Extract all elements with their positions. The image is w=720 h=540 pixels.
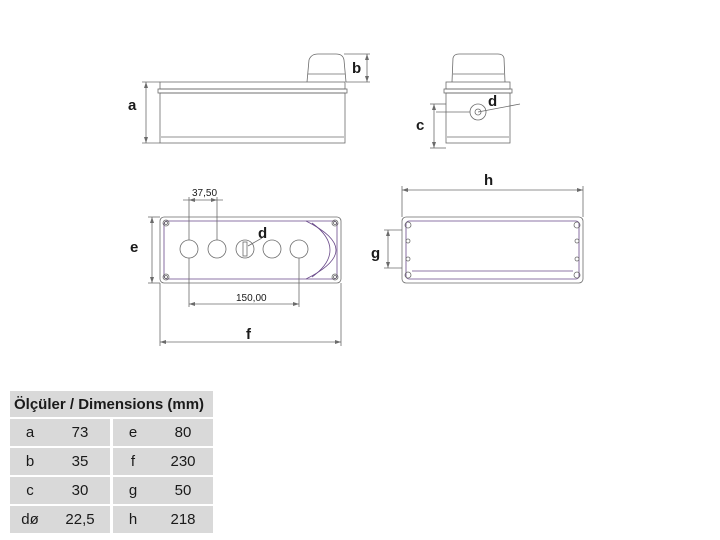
dim-symbol: g — [113, 477, 153, 504]
technical-drawing: a b c d d e f g h 37,50 150,00 — [128, 53, 584, 346]
table-row: b 35 f 230 — [10, 448, 213, 475]
dim-value-pitch: 37,50 — [192, 188, 217, 199]
dim-value: 22,5 — [50, 506, 110, 533]
table-row: c 30 g 50 — [10, 477, 213, 504]
table-header-row: Ölçüler / Dimensions (mm) — [10, 391, 213, 417]
dim-value-span: 150,00 — [236, 293, 267, 304]
table-row: a 73 e 80 — [10, 419, 213, 446]
rear-view — [384, 186, 584, 284]
dim-symbol: b — [10, 448, 50, 475]
dim-label-a: a — [128, 97, 137, 114]
dimensions-table: Ölçüler / Dimensions (mm) a 73 e 80 b 35… — [10, 389, 213, 535]
table-title: Ölçüler / Dimensions (mm) — [10, 391, 213, 417]
end-view — [430, 53, 521, 149]
dim-label-d-side: d — [488, 93, 497, 110]
column-gap — [110, 506, 113, 533]
column-gap — [110, 477, 113, 504]
dim-value: 73 — [50, 419, 110, 446]
dim-value: 80 — [153, 419, 213, 446]
dim-value: 50 — [153, 477, 213, 504]
table-row: dø 22,5 h 218 — [10, 506, 213, 533]
dim-label-c: c — [416, 117, 424, 134]
dim-symbol: h — [113, 506, 153, 533]
dim-symbol: e — [113, 419, 153, 446]
dim-label-b: b — [352, 60, 361, 77]
dim-label-e: e — [130, 239, 138, 256]
dim-symbol: c — [10, 477, 50, 504]
column-gap — [110, 419, 113, 446]
dim-value: 218 — [153, 506, 213, 533]
front-view — [148, 197, 342, 346]
dim-value: 30 — [50, 477, 110, 504]
dim-symbol: dø — [10, 506, 50, 533]
dim-symbol: f — [113, 448, 153, 475]
column-gap — [110, 448, 113, 475]
dim-value: 230 — [153, 448, 213, 475]
dim-symbol: a — [10, 419, 50, 446]
dim-value: 35 — [50, 448, 110, 475]
side-view — [142, 53, 370, 144]
dim-label-h: h — [484, 172, 493, 189]
dim-label-g: g — [371, 245, 380, 262]
dim-label-f: f — [246, 326, 252, 343]
dim-label-d-front: d — [258, 225, 267, 242]
